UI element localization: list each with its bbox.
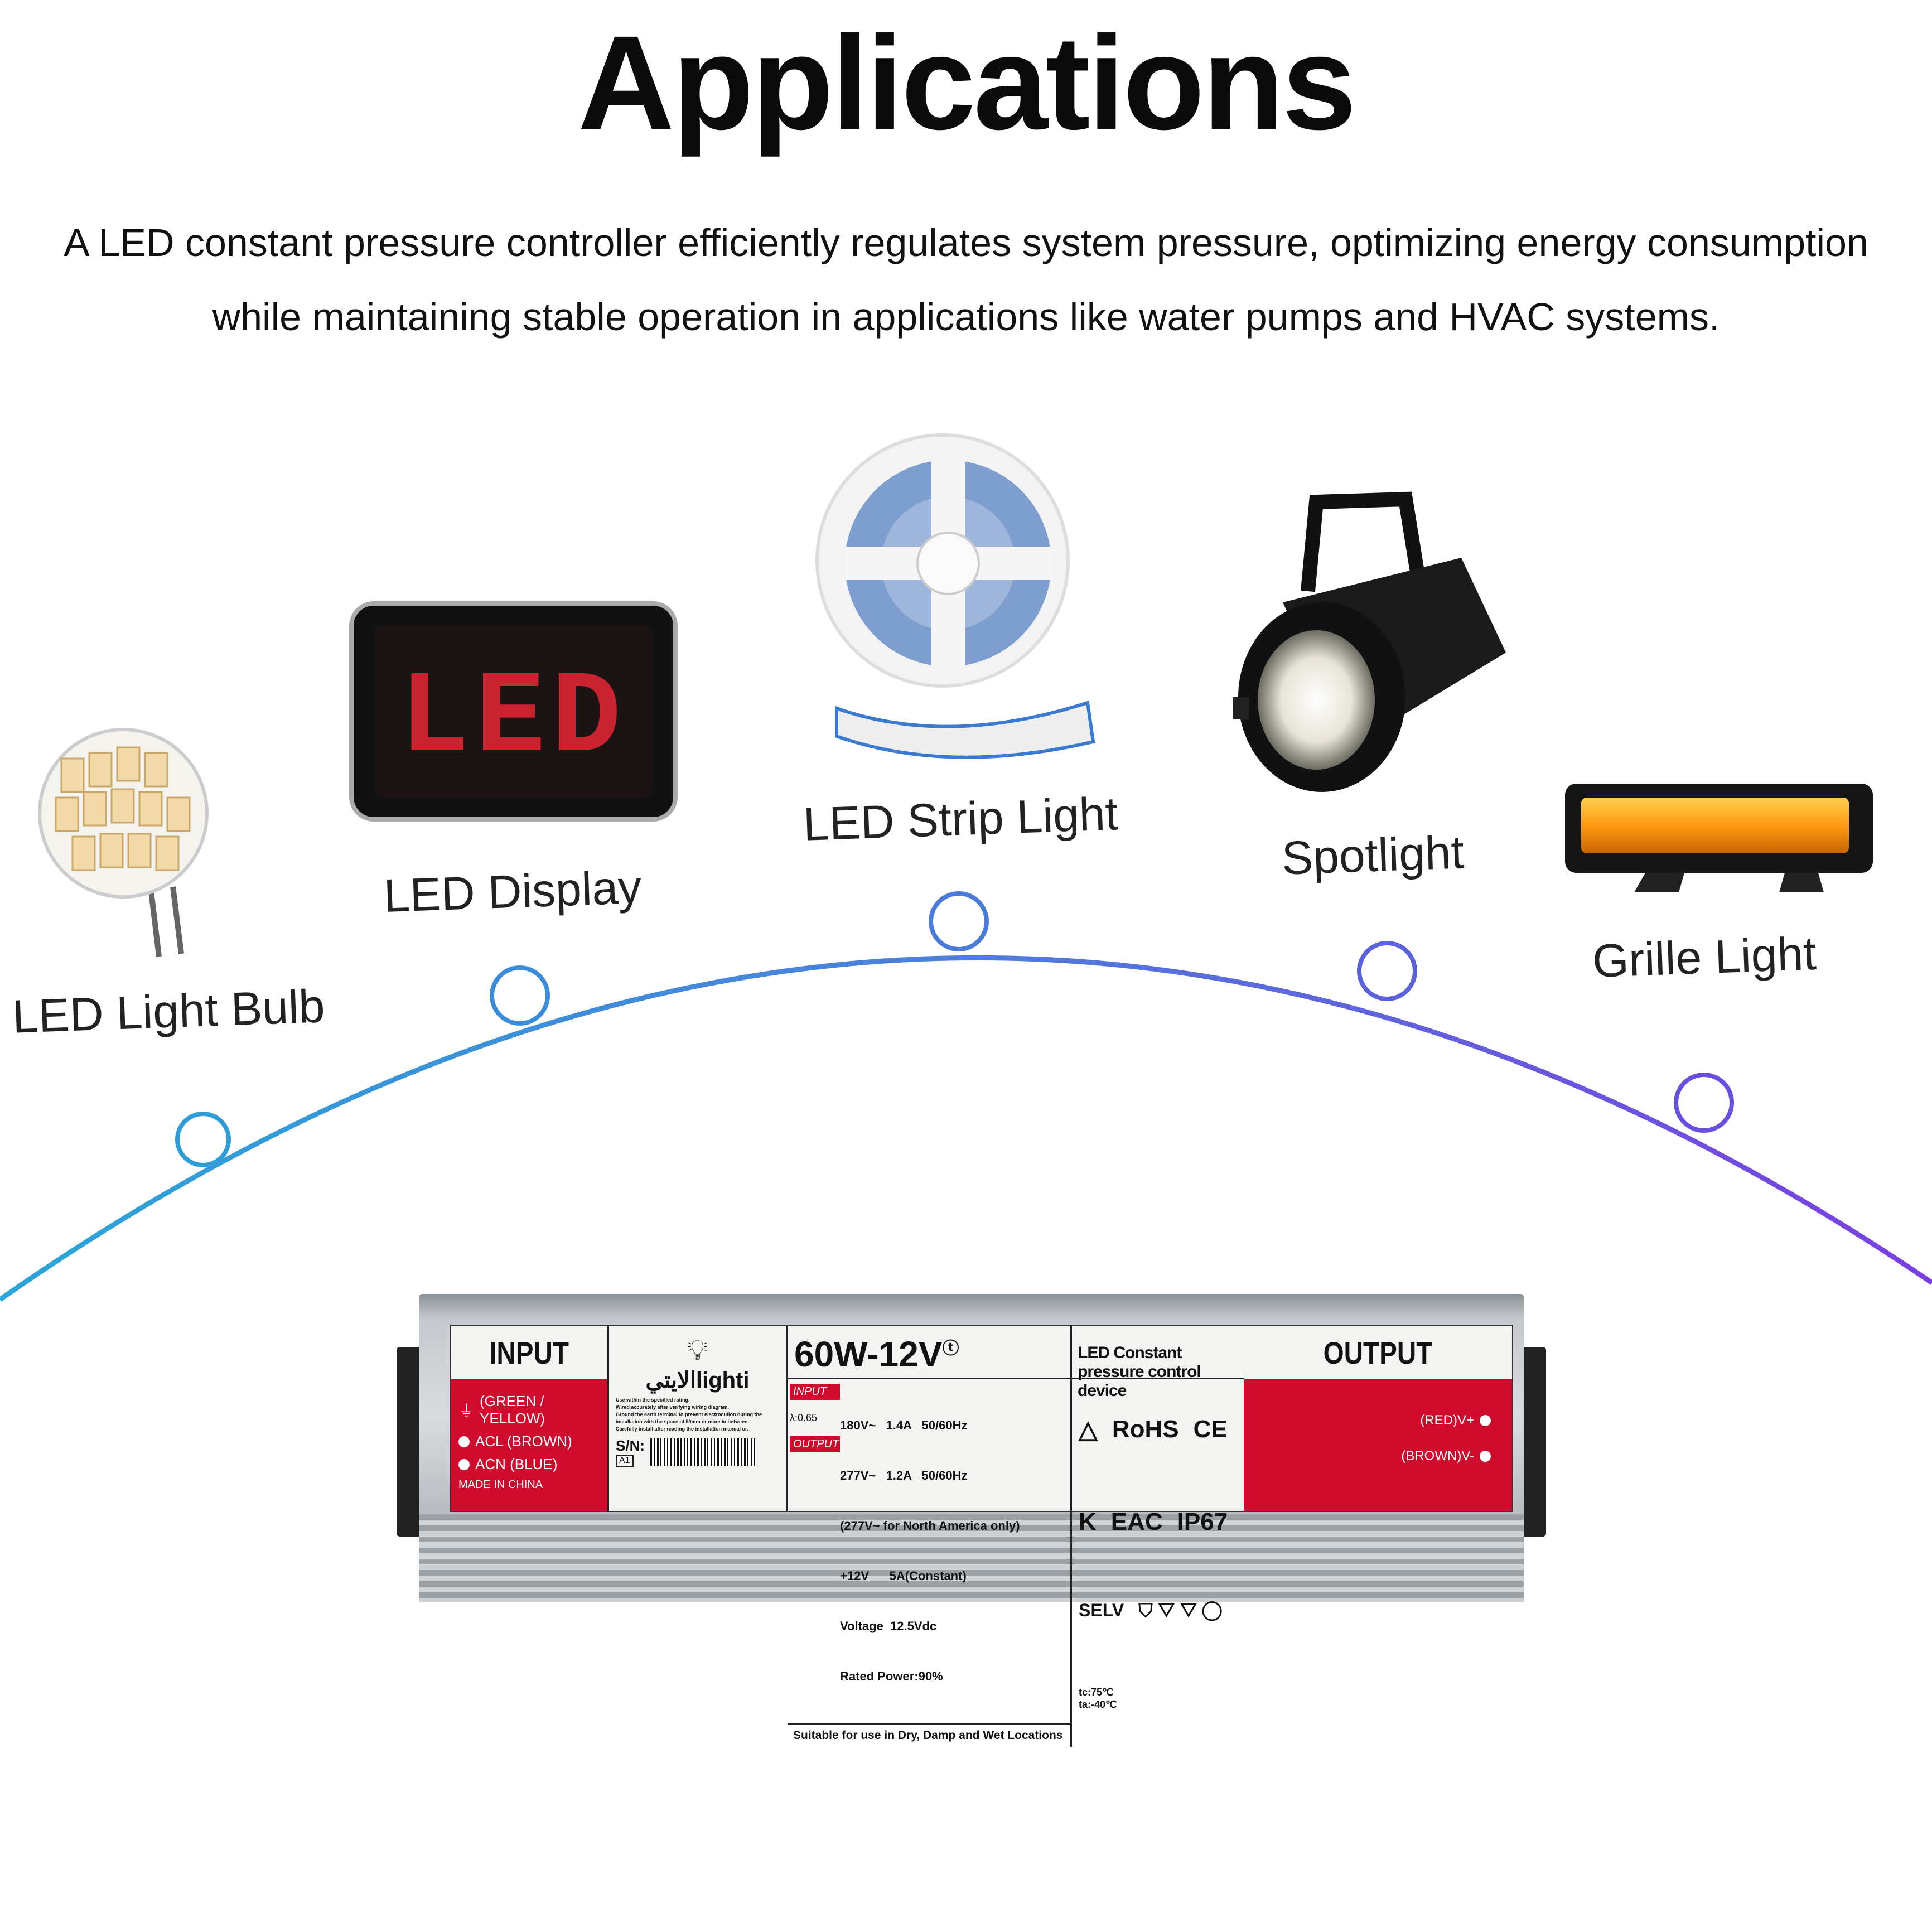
made-in-label: MADE IN CHINA bbox=[458, 1479, 543, 1491]
output-spec-line: Voltage 12.5Vdc bbox=[840, 1619, 937, 1633]
wire-ground: (GREEN / YELLOW) bbox=[480, 1393, 545, 1427]
barcode bbox=[650, 1438, 756, 1466]
arc-node-5 bbox=[1674, 1073, 1734, 1133]
safety-symbols-icon: ⛉ ▽ ▽ ◯ bbox=[1138, 1600, 1222, 1622]
input-spec-line: 180V~ 1.4A 50/60Hz bbox=[840, 1418, 968, 1432]
input-wires: ⏚ (GREEN / YELLOW) ACL (BROWN) ACN (BLUE)… bbox=[451, 1379, 607, 1511]
wire-neutral: ACN (BLUE) bbox=[475, 1456, 558, 1472]
selv-mark: SELV bbox=[1079, 1600, 1124, 1621]
arc-node-2 bbox=[490, 965, 550, 1026]
bulb-logo-icon: 💡︎ bbox=[687, 1334, 708, 1366]
heat-sink-fins bbox=[419, 1514, 1524, 1602]
subtitle-line-2: while maintaining stable operation in ap… bbox=[212, 295, 1720, 339]
app-label-grille-light: Grille Light bbox=[1591, 927, 1818, 987]
certification-marks: △ RoHS CE K EAC IP67 SELV ⛉ ▽ ▽ ◯ tc:75℃… bbox=[1072, 1379, 1244, 1747]
product-description: LED Constant pressure control device bbox=[1078, 1344, 1201, 1400]
led-display-icon: LED bbox=[349, 601, 678, 822]
eac-mark: EAC bbox=[1110, 1508, 1163, 1535]
output-spec-line: +12V 5A(Constant) bbox=[840, 1569, 967, 1583]
location-rating: Suitable for use in Dry, Damp and Wet Lo… bbox=[788, 1723, 1070, 1747]
sn-label: S/N: bbox=[616, 1437, 645, 1454]
input-spec-line: 277V~ 1.2A 50/60Hz bbox=[840, 1469, 968, 1482]
model-text: 60W-12V bbox=[794, 1334, 943, 1374]
terminal-dot bbox=[1480, 1451, 1491, 1462]
app-label-led-strip-light: LED Strip Light bbox=[802, 787, 1119, 851]
app-label-spotlight: Spotlight bbox=[1281, 825, 1465, 885]
fine-print-line: Ground the earth terminal to prevent ele… bbox=[616, 1412, 762, 1417]
led-power-supply-image: INPUT ⏚ (GREEN / YELLOW) ACL (BROWN) ACN … bbox=[397, 1294, 1546, 1747]
ground-icon: ⏚ bbox=[458, 1402, 475, 1419]
page-title: Applications bbox=[577, 8, 1356, 157]
output-tag: OUTPUT bbox=[790, 1436, 840, 1452]
brand-logo: الايتيlighti bbox=[645, 1368, 750, 1393]
ip67-mark: IP67 bbox=[1177, 1508, 1228, 1535]
fine-print-line: Wired accurately after verifying wiring … bbox=[616, 1404, 729, 1410]
led-bulb-icon bbox=[38, 728, 209, 957]
fine-print: Use within the specified rating. Wired a… bbox=[616, 1397, 779, 1433]
arc-node-1 bbox=[175, 1112, 231, 1167]
ce-mark: CE bbox=[1193, 1415, 1228, 1443]
wire-positive: (RED)V+ bbox=[1420, 1413, 1474, 1428]
led-strip-icon bbox=[815, 433, 1095, 759]
kc-icon: K bbox=[1079, 1508, 1097, 1535]
spotlight-icon bbox=[1233, 491, 1506, 792]
model-number: 60W-12Vⓣ bbox=[788, 1326, 1072, 1378]
sn-code: A1 bbox=[616, 1455, 634, 1467]
spec-panel: 60W-12Vⓣ LED Constant pressure control d… bbox=[788, 1326, 1244, 1747]
rcm-icon: △ bbox=[1079, 1416, 1098, 1443]
svg-text:LED: LED bbox=[399, 653, 627, 786]
terminal-dot bbox=[1480, 1415, 1491, 1426]
wire-negative: (BROWN)V- bbox=[1401, 1448, 1474, 1464]
wire-live: ACL (BROWN) bbox=[475, 1433, 572, 1450]
fine-print-line: Use within the specified rating. bbox=[616, 1397, 690, 1403]
input-panel: INPUT ⏚ (GREEN / YELLOW) ACL (BROWN) ACN … bbox=[451, 1326, 609, 1511]
product-label: INPUT ⏚ (GREEN / YELLOW) ACL (BROWN) ACN … bbox=[450, 1325, 1513, 1747]
rohs-mark: RoHS bbox=[1112, 1415, 1179, 1443]
terminal-dot bbox=[458, 1458, 470, 1470]
input-spec-line: (277V~ for North America only) bbox=[840, 1519, 1020, 1533]
grille-light-icon bbox=[1565, 784, 1873, 892]
app-label-led-display: LED Display bbox=[383, 860, 643, 922]
app-label-led-light-bulb: LED Light Bulb bbox=[11, 979, 326, 1043]
arc-node-4 bbox=[1357, 941, 1417, 1001]
ta-temp: ta:-40℃ bbox=[1079, 1699, 1117, 1711]
input-title: INPUT bbox=[489, 1335, 569, 1370]
power-factor: λ:0.65 bbox=[790, 1412, 818, 1423]
arc-node-3 bbox=[929, 891, 989, 951]
terminal-dot bbox=[458, 1436, 470, 1447]
tc-temp: tc:75℃ bbox=[1079, 1687, 1114, 1698]
fine-print-line: installation with the space of 50mm or m… bbox=[616, 1419, 750, 1424]
brand-panel: 💡︎ الايتيlighti Use within the specified… bbox=[609, 1326, 788, 1511]
connection-arc bbox=[0, 955, 1932, 1302]
output-title: OUTPUT bbox=[1323, 1335, 1433, 1370]
fine-print-line: Carefully install after reading the inst… bbox=[616, 1426, 748, 1432]
output-spec-line: Rated Power:90% bbox=[840, 1669, 943, 1683]
input-tag: INPUT bbox=[790, 1384, 840, 1400]
subtitle-line-1: A LED constant pressure controller effic… bbox=[64, 221, 1868, 264]
output-panel: OUTPUT (RED)V+ (BROWN)V- bbox=[1244, 1326, 1512, 1511]
